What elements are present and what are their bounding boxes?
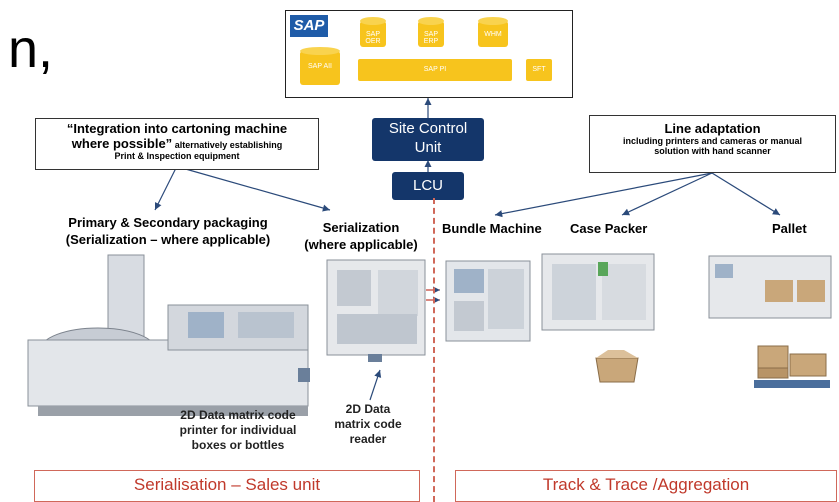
partial-heading-text: n,	[8, 19, 54, 79]
callout-line-1: “Integration into cartoning machine	[66, 121, 288, 136]
open-box-image	[594, 348, 640, 384]
reader-caption: 2D Data matrix code reader	[334, 402, 402, 446]
printer-caption: 2D Data matrix code printer for individu…	[179, 408, 297, 452]
case-packer-image	[538, 248, 658, 338]
sap-pi-bar: SAP PI	[358, 59, 512, 81]
bundle-machine-image	[442, 255, 534, 350]
serialization-module-image	[322, 252, 432, 364]
sap-logo: SAP	[290, 15, 328, 37]
sap-systems-panel: SAP SAP OER SAP ERP WHM SAP AII SAP PI S…	[285, 10, 573, 98]
line-adaptation-callout: Line adaptation including printers and c…	[589, 115, 836, 173]
primary-secondary-label: Primary & Secondary packaging (Serializa…	[65, 215, 271, 247]
blister-cartoning-machine-image	[18, 250, 324, 420]
callout-line-2-small: alternatively establishing	[172, 140, 283, 150]
callout-line-2-bold: where possible”	[71, 136, 173, 151]
lcu-box: LCU	[392, 172, 464, 200]
pallet-station-image	[705, 250, 835, 322]
loaded-pallet-image	[752, 340, 832, 392]
line-adaptation-title: Line adaptation	[664, 121, 761, 136]
bundle-machine-label: Bundle Machine	[442, 221, 542, 236]
db-whm: WHM	[478, 17, 508, 47]
serialization-label: Serialization (where applicable)	[304, 220, 418, 252]
db-sap-oer: SAP OER	[360, 17, 386, 47]
site-control-unit-box: Site Control Unit	[372, 118, 484, 161]
sft-bar: SFT	[526, 59, 552, 81]
db-sap-erp: SAP ERP	[418, 17, 444, 47]
section-divider	[433, 198, 435, 502]
track-trace-aggregation-footer: Track & Trace /Aggregation	[455, 470, 837, 502]
cartoning-integration-callout: “Integration into cartoning machine wher…	[35, 118, 319, 170]
pallet-label: Pallet	[772, 221, 807, 236]
line-adaptation-line-3: solution with hand scanner	[654, 146, 771, 156]
serialisation-sales-unit-footer: Serialisation – Sales unit	[34, 470, 420, 502]
line-adaptation-line-2: including printers and cameras or manual	[622, 136, 803, 146]
callout-line-3: Print & Inspection equipment	[114, 151, 240, 161]
db-sap-aii: SAP AII	[300, 47, 340, 85]
case-packer-label: Case Packer	[570, 221, 648, 236]
